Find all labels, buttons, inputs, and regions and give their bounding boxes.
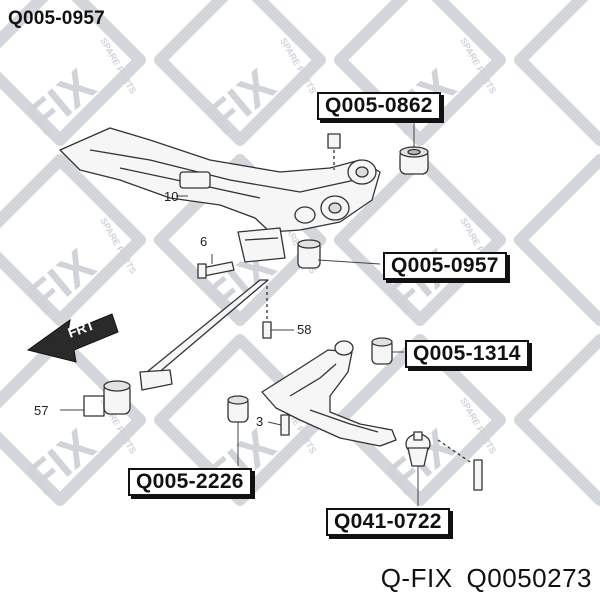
part-label-q041-0722[interactable]: Q041-0722	[326, 508, 450, 536]
subframe	[59, 127, 381, 233]
bracket	[237, 227, 286, 263]
callout-number: 57	[34, 403, 49, 418]
part-label-q005-0862[interactable]: Q005-0862	[317, 92, 441, 120]
part-label-q005-1314[interactable]: Q005-1314	[405, 340, 529, 368]
ball-joint	[405, 431, 431, 467]
callout-number: 10	[164, 189, 179, 204]
bushing-arm-rear	[371, 337, 393, 365]
footer-code: Q0050273	[466, 563, 592, 593]
footer-brand-code: Q-FIX Q0050273	[381, 563, 592, 594]
callout-number: 3	[256, 414, 264, 429]
front-direction-arrow: FRT	[26, 313, 119, 363]
page-title: Q005-0957	[8, 8, 105, 29]
callout-number: 58	[297, 322, 312, 337]
bushing-center	[297, 239, 321, 269]
bushing-left	[83, 380, 131, 417]
part-label-q005-0957[interactable]: Q005-0957	[383, 252, 507, 280]
bushing-top-right	[399, 146, 429, 175]
callout-number: 6	[200, 234, 208, 249]
part-label-q005-2226[interactable]: Q005-2226	[128, 468, 252, 496]
strut-rod	[141, 279, 269, 381]
bushing-arm-front	[227, 395, 249, 423]
footer-brand: Q-FIX	[380, 563, 453, 593]
